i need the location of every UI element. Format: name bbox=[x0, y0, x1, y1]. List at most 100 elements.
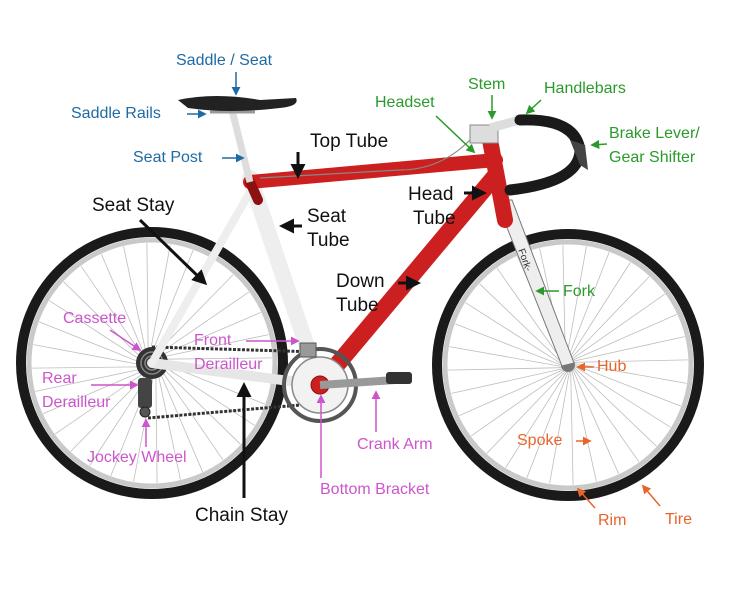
arrow-brake-lever bbox=[590, 140, 608, 150]
label-rim: Rim bbox=[598, 512, 627, 529]
spoke-line bbox=[569, 262, 631, 359]
crank-arm-shape bbox=[319, 376, 396, 389]
spoke-line bbox=[566, 246, 587, 359]
arrow-handlebars bbox=[525, 99, 542, 115]
spoke-line bbox=[33, 344, 143, 366]
spoke-line bbox=[155, 372, 158, 483]
spoke-line bbox=[160, 366, 241, 445]
spoke-line bbox=[505, 371, 567, 468]
spoke-line bbox=[80, 265, 145, 358]
pointer-arrows bbox=[91, 72, 661, 509]
label-down-tube-line2: Tube bbox=[336, 295, 379, 316]
label-tire: Tire bbox=[665, 511, 692, 528]
spoke-line bbox=[526, 371, 569, 478]
spoke-line bbox=[572, 314, 677, 361]
label-head-tube-line1: Head bbox=[408, 184, 454, 205]
front-tire bbox=[432, 229, 704, 501]
arrow-cassette bbox=[109, 329, 142, 351]
spoke-line bbox=[572, 369, 619, 474]
arrow-seat-stay bbox=[138, 218, 208, 286]
crankset bbox=[282, 347, 412, 423]
label-jockey-wheel: Jockey Wheel bbox=[87, 449, 187, 466]
spoke-line bbox=[157, 371, 181, 480]
spoke-line bbox=[455, 323, 562, 366]
saddle bbox=[178, 96, 297, 111]
spoke-line bbox=[479, 283, 562, 363]
seat-post bbox=[228, 109, 254, 183]
label-seat-tube-line1: Seat bbox=[307, 206, 347, 227]
arrow-rim bbox=[576, 487, 596, 509]
spoke-line bbox=[496, 267, 563, 362]
spoke-line bbox=[451, 368, 563, 394]
spoke-line bbox=[486, 371, 566, 454]
jockey-wheel bbox=[139, 406, 151, 418]
spoke-line bbox=[35, 368, 144, 392]
spoke-line bbox=[573, 368, 640, 463]
spoke-line bbox=[574, 364, 681, 407]
spoke-line bbox=[149, 244, 171, 354]
head-tube-tube bbox=[482, 132, 513, 228]
label-rear-derailleur-line1: Rear bbox=[42, 370, 77, 387]
spoke-line bbox=[39, 321, 143, 364]
spoke-line bbox=[160, 334, 269, 358]
label-crank-arm: Crank Arm bbox=[357, 436, 433, 453]
label-headset: Headset bbox=[375, 94, 435, 111]
label-front-derailleur-line1: Front bbox=[194, 332, 232, 349]
label-seat-stay: Seat Stay bbox=[92, 195, 175, 216]
label-spoke: Spoke bbox=[517, 432, 563, 449]
spoke-line bbox=[573, 336, 685, 362]
spoke-line bbox=[570, 276, 650, 359]
rear-rim bbox=[26, 237, 278, 489]
spoke-line bbox=[158, 369, 203, 472]
label-head-tube-line2: Tube bbox=[413, 208, 456, 229]
rear-derailleur bbox=[138, 378, 152, 418]
arrow-headset bbox=[435, 115, 476, 154]
label-cassette: Cassette bbox=[63, 310, 127, 327]
spoke-line bbox=[470, 370, 565, 437]
spoke-line bbox=[49, 300, 143, 362]
front-rim bbox=[442, 239, 694, 491]
spoke-line bbox=[570, 371, 574, 485]
spoke-line bbox=[161, 357, 272, 360]
label-rear-derailleur-line2: Derailleur bbox=[42, 394, 111, 411]
label-fork: Fork bbox=[563, 283, 595, 300]
handlebar bbox=[504, 114, 586, 196]
spoke-line bbox=[549, 371, 570, 484]
spoke-line bbox=[449, 346, 562, 367]
spoke-line bbox=[101, 254, 146, 357]
spoke-line bbox=[574, 367, 657, 447]
spoke-line bbox=[567, 252, 610, 359]
label-front-derailleur-line2: Derailleur bbox=[194, 356, 263, 373]
chain bbox=[147, 345, 319, 420]
front-derailleur bbox=[299, 342, 317, 358]
spoke-line bbox=[465, 302, 562, 364]
label-handlebars: Handlebars bbox=[544, 80, 626, 97]
spoke-line bbox=[448, 367, 562, 371]
label-down-tube-line1: Down bbox=[336, 271, 385, 292]
label-saddle-seat: Saddle / Seat bbox=[176, 52, 273, 69]
label-chain-stay: Chain Stay bbox=[195, 505, 288, 526]
spoke-line bbox=[571, 293, 666, 360]
brake-lever bbox=[570, 140, 588, 170]
label-top-tube: Top Tube bbox=[310, 131, 389, 152]
spoke-line bbox=[146, 243, 149, 354]
spoke-line bbox=[574, 366, 671, 428]
spoke-line bbox=[571, 370, 597, 482]
label-saddle-rails: Saddle Rails bbox=[71, 105, 161, 122]
label-hub: Hub bbox=[597, 358, 627, 375]
arrow-tire bbox=[641, 484, 661, 507]
spoke-line bbox=[459, 369, 564, 416]
spoke-line bbox=[151, 250, 194, 354]
brake-cable bbox=[259, 139, 471, 179]
spoke-line bbox=[43, 369, 146, 414]
spoke-line bbox=[161, 364, 255, 426]
spoke-line bbox=[123, 246, 147, 355]
label-stem: Stem bbox=[468, 76, 506, 93]
label-seat-post: Seat Post bbox=[133, 149, 203, 166]
label-seat-tube-line2: Tube bbox=[307, 230, 350, 251]
spoke-line bbox=[32, 366, 143, 369]
label-brake-lever-line1: Brake Lever/ bbox=[609, 125, 700, 142]
spoke-line bbox=[574, 359, 688, 363]
